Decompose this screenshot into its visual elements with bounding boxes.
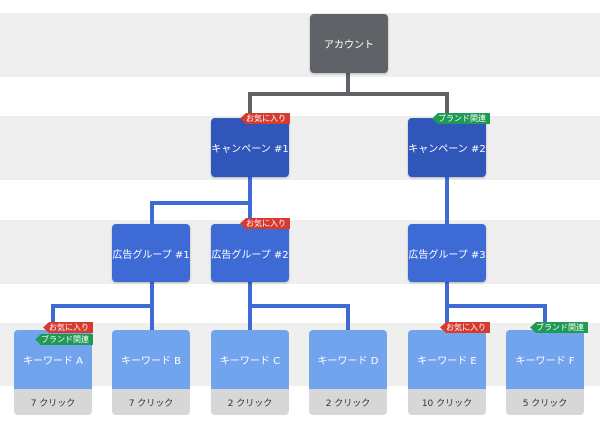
keyword-node-b[interactable]: キーワード B (112, 330, 190, 389)
brand-tag: ブランド関連 (530, 322, 588, 333)
brand-tag: ブランド関連 (432, 113, 490, 124)
keyword-node-d[interactable]: キーワード D (309, 330, 387, 389)
keyword-node-f[interactable]: キーワード F (506, 330, 584, 389)
connector-campaign1-adgroups (150, 177, 252, 224)
level-band-campaign (0, 116, 600, 180)
campaign-label: キャンペーン #1 (211, 144, 289, 155)
click-count: 2 クリック (211, 389, 289, 415)
keyword-node-e[interactable]: キーワード E (408, 330, 486, 389)
favorite-tag: お気に入り (440, 322, 490, 333)
adgroup-label: 広告グループ #3 (408, 249, 486, 261)
adgroup-node-3[interactable]: 広告グループ #3 (408, 224, 486, 282)
adgroup-label: 広告グループ #1 (112, 249, 190, 261)
account-node[interactable]: アカウント (310, 14, 388, 73)
keyword-label: キーワード F (515, 356, 575, 367)
click-count: 7 クリック (14, 389, 92, 415)
connector-adgroup2-keywords (248, 282, 350, 330)
keyword-label: キーワード D (317, 356, 379, 367)
connector-account-campaigns (248, 73, 449, 116)
campaign-label: キャンペーン #2 (408, 144, 486, 155)
adgroup-label: 広告グループ #2 (211, 249, 289, 261)
account-label: アカウント (324, 40, 374, 51)
campaign-node-2[interactable]: キャンペーン #2 (408, 118, 486, 177)
level-band-adgroup (0, 220, 600, 284)
level-band-account (0, 13, 600, 77)
keyword-label: キーワード C (219, 356, 281, 367)
favorite-tag: お気に入り (240, 218, 290, 229)
keyword-node-c[interactable]: キーワード C (211, 330, 289, 389)
click-count: 10 クリック (408, 389, 486, 415)
keyword-label: キーワード A (22, 356, 84, 367)
level-band-keyword (0, 323, 600, 386)
keyword-label: キーワード E (417, 356, 477, 367)
adgroup-node-2[interactable]: 広告グループ #2 (211, 224, 289, 282)
favorite-tag: お気に入り (240, 113, 290, 124)
campaign-node-1[interactable]: キャンペーン #1 (211, 118, 289, 177)
click-count: 2 クリック (309, 389, 387, 415)
click-count: 5 クリック (506, 389, 584, 415)
favorite-tag: お気に入り (43, 322, 93, 333)
click-count: 7 クリック (112, 389, 190, 415)
connector-adgroup1-keywords (51, 282, 154, 330)
brand-tag: ブランド関連 (35, 334, 93, 345)
keyword-label: キーワード B (120, 356, 182, 367)
adgroup-node-1[interactable]: 広告グループ #1 (112, 224, 190, 282)
